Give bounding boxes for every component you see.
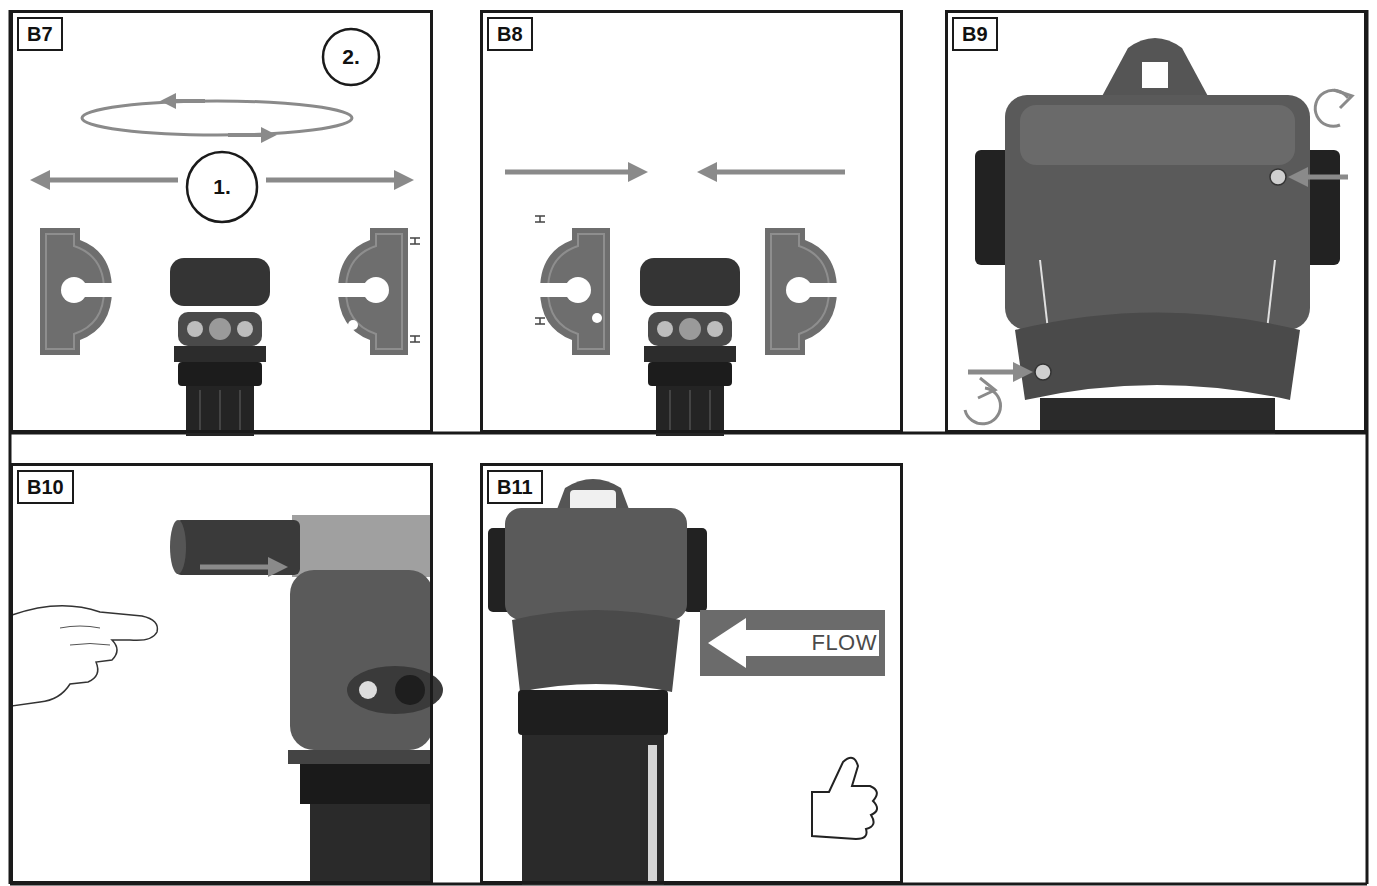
screw [410, 336, 420, 342]
flow-arrow-box: FLOW [700, 610, 885, 676]
turn-symbol [1315, 90, 1348, 126]
step-label: B8 [487, 17, 533, 51]
step-label: B7 [17, 17, 63, 51]
clamp-right [765, 228, 839, 355]
sump [522, 735, 664, 885]
clamp-hole [592, 313, 602, 323]
turn-symbol [978, 378, 995, 398]
flow-label: FLOW [811, 610, 877, 676]
screw [535, 216, 545, 222]
sump-strip [648, 745, 657, 884]
move-arrow [266, 178, 408, 183]
step-label: B9 [952, 17, 998, 51]
screw [1270, 169, 1286, 185]
clamp-left [40, 228, 114, 355]
step-label: B10 [17, 470, 74, 504]
clamp-seam [1040, 260, 1048, 330]
screw [410, 238, 420, 244]
turn-symbol [1334, 90, 1352, 108]
rotation-ellipse [82, 101, 352, 135]
sump-ring [518, 690, 668, 735]
head-handle [1100, 38, 1210, 100]
sump [310, 804, 433, 884]
push-arrow [200, 565, 282, 570]
head-side [290, 570, 433, 750]
sump-ring [300, 764, 433, 804]
clamp-highlight [1020, 105, 1295, 165]
head-lower [288, 750, 433, 764]
clamp-assembled [1005, 95, 1310, 330]
port-plate [347, 666, 443, 714]
screw [1035, 364, 1051, 380]
insert-arrow [968, 370, 1027, 375]
step-panel: B9 [945, 10, 1367, 433]
port-hole [395, 675, 425, 705]
head-lower [1015, 313, 1300, 401]
step-number-circle: 1. [185, 150, 259, 224]
step-panel: B10 [10, 463, 433, 884]
move-arrow [36, 178, 178, 183]
sump [1040, 398, 1275, 434]
clamp-hole [348, 320, 358, 330]
step-number-circle: 2. [321, 27, 381, 87]
step-number: 2. [321, 27, 381, 87]
head-lower [512, 610, 680, 692]
head-body [505, 508, 687, 620]
port-screw [359, 681, 377, 699]
insert-arrow [1294, 175, 1348, 180]
filter-head [170, 258, 270, 436]
clamp-left [538, 228, 610, 355]
step-panel: B8 [480, 10, 903, 433]
handle-window [1142, 62, 1168, 88]
step-panel: B11FLOW [480, 463, 903, 884]
thumbs-up [812, 758, 877, 839]
handle [175, 520, 300, 575]
step-label: B11 [487, 470, 543, 504]
head-top [292, 515, 433, 577]
clamp-seam [1267, 260, 1275, 330]
move-arrow [703, 170, 845, 175]
hand [12, 606, 157, 706]
step-panel: B7 2. 1. [10, 10, 433, 433]
rotation-arrow [228, 133, 272, 137]
handle-end [170, 520, 186, 574]
screw [535, 318, 545, 324]
step-number: 1. [185, 150, 259, 224]
filter-head [640, 258, 740, 436]
flow-box [700, 610, 885, 676]
move-arrow [505, 170, 642, 175]
hand-lines [60, 626, 110, 645]
turn-symbol [965, 388, 1001, 424]
clamp-right [336, 228, 408, 355]
rotation-arrow [165, 99, 205, 103]
